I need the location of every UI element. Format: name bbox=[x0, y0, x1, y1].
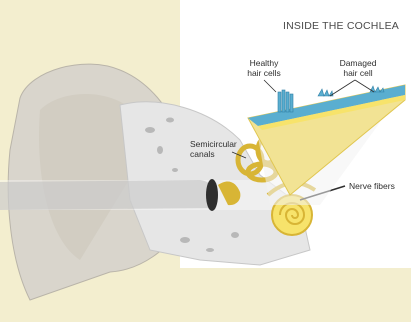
eardrum bbox=[206, 179, 218, 211]
healthy-hair-cells-label: Healthy hair cells bbox=[244, 58, 284, 78]
semicircular-canals-label: Semicircular canals bbox=[190, 139, 237, 159]
overlay-panel-bottom bbox=[130, 268, 411, 322]
healthy-hair-cells bbox=[278, 90, 293, 112]
inset-title: INSIDE THE COCHLEA bbox=[283, 20, 399, 32]
nerve-fibers-label: Nerve fibers bbox=[349, 181, 395, 191]
damaged-hair-cell-label: Damaged hair cell bbox=[336, 58, 380, 78]
